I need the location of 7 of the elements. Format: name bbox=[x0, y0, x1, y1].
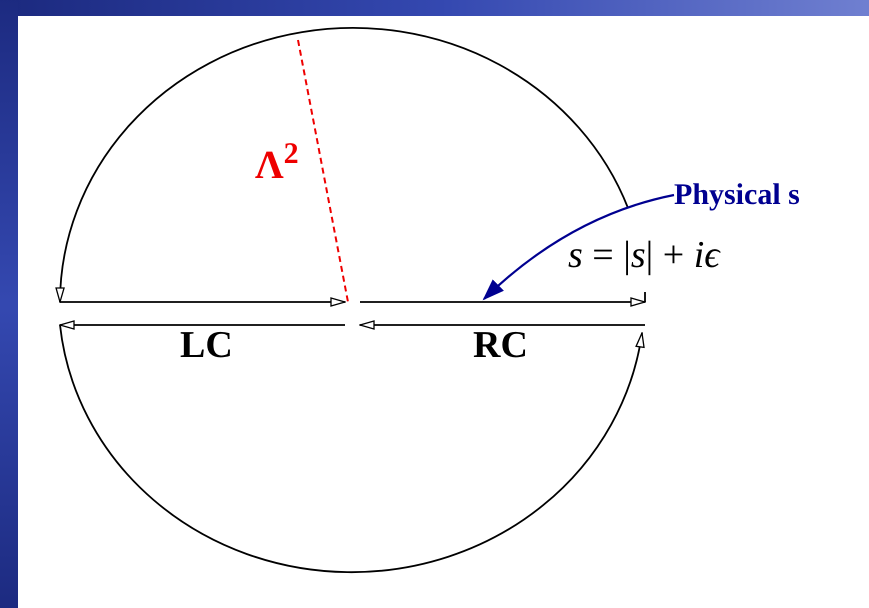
contour-segment bbox=[360, 297, 646, 307]
contour-label: LC bbox=[180, 326, 233, 364]
contour-label: RC bbox=[473, 326, 528, 364]
annotation-text: Physical s bbox=[674, 180, 800, 210]
radius-label: Λ$^{2}$ bbox=[255, 145, 299, 185]
arrow bbox=[482, 194, 674, 300]
formula: s = |s| + iϵ bbox=[568, 236, 720, 274]
